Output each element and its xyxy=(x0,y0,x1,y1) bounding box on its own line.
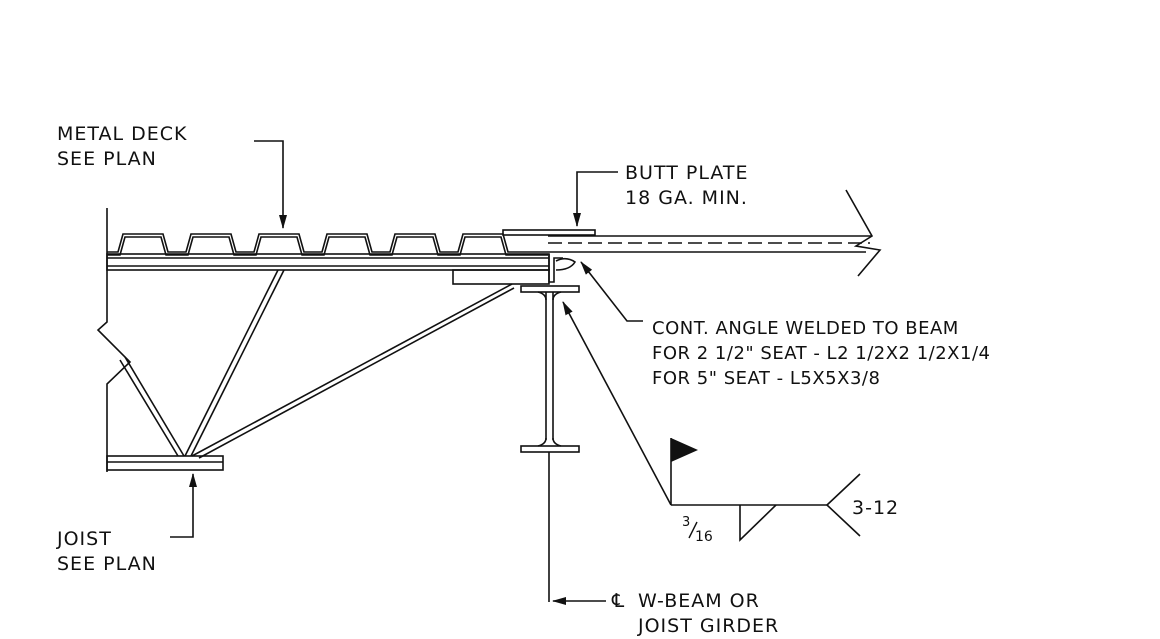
metal-deck-label: METAL DECK SEE PLAN xyxy=(57,123,188,170)
angle-label: CONT. ANGLE WELDED TO BEAM FOR 2 1/2" SE… xyxy=(652,318,991,389)
joist-top-chord xyxy=(106,253,550,271)
left-break-line xyxy=(96,208,132,472)
right-break-line xyxy=(845,189,882,277)
joist-leader xyxy=(170,473,197,538)
beam-web xyxy=(545,292,554,440)
joist-bottom-chord xyxy=(106,455,224,471)
web-member xyxy=(124,356,185,457)
angle-weld-fillet xyxy=(555,257,577,271)
fillet-weld-symbol xyxy=(739,504,777,542)
centerline-symbol: ℄ xyxy=(612,590,626,612)
butt-plate-label: BUTT PLATE 18 GA. MIN. xyxy=(625,162,749,209)
web-member xyxy=(119,359,179,457)
butt-plate xyxy=(502,229,596,236)
butt-plate-leader xyxy=(573,171,618,227)
continuous-angle xyxy=(548,254,563,283)
metal-deck-leader xyxy=(254,140,287,229)
joist-bearing-seat xyxy=(452,269,550,285)
weld-size-denominator: 16 xyxy=(695,529,713,545)
beam-bottom-flange xyxy=(520,445,580,453)
weld-symbol-arrow xyxy=(562,301,672,506)
weld-length-label: 3-12 xyxy=(852,497,900,519)
weld-tail xyxy=(826,473,861,537)
metal-deck xyxy=(107,233,548,253)
web-member xyxy=(198,287,515,459)
metal-deck-inner xyxy=(107,236,548,256)
joist-label: JOIST SEE PLAN xyxy=(57,528,157,575)
web-member xyxy=(190,269,285,457)
web-member xyxy=(191,283,513,457)
angle-leader xyxy=(580,261,643,322)
beam-top-flange xyxy=(520,285,580,293)
field-weld-flag xyxy=(671,438,698,462)
web-member xyxy=(184,269,279,457)
weld-size-numerator: 3 xyxy=(682,515,690,530)
weld-size-fraction-bar xyxy=(688,521,698,539)
beam-web-fillets xyxy=(537,291,562,447)
